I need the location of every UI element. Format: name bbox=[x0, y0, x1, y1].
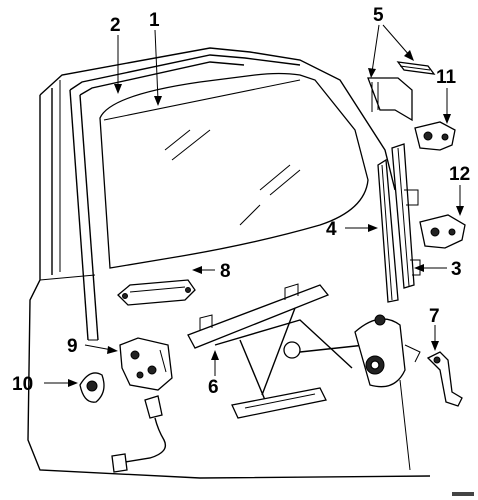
callout-2: 2 bbox=[110, 15, 121, 36]
part-7-crank bbox=[426, 351, 463, 407]
part-4-front-guide bbox=[377, 158, 399, 303]
part-12-lower-bracket bbox=[419, 214, 466, 249]
callout-9: 9 bbox=[67, 336, 78, 357]
part-5-weatherstrip bbox=[367, 61, 436, 122]
part-8-handle bbox=[117, 279, 196, 306]
callout-12: 12 bbox=[449, 164, 470, 185]
callout-5: 5 bbox=[373, 5, 384, 26]
callout-8: 8 bbox=[220, 261, 231, 282]
callout-11: 11 bbox=[436, 67, 457, 88]
callout-7: 7 bbox=[429, 306, 440, 327]
part-2-run-channel bbox=[69, 54, 301, 341]
callout-6: 6 bbox=[208, 377, 219, 398]
part-9-lock bbox=[119, 337, 173, 391]
door-shell bbox=[27, 47, 431, 479]
callout-10: 10 bbox=[12, 374, 33, 395]
corner-mark bbox=[452, 492, 474, 496]
callout-1: 1 bbox=[149, 10, 160, 31]
part-11-upper-bracket bbox=[414, 121, 456, 151]
leader-lines bbox=[44, 24, 464, 387]
callout-4: 4 bbox=[326, 219, 337, 240]
part-3-rear-guide bbox=[391, 143, 421, 289]
lock-actuator-wire bbox=[111, 395, 167, 473]
callout-3: 3 bbox=[451, 259, 462, 280]
part-1-window-glass bbox=[99, 72, 369, 269]
part-10-lock-cylinder bbox=[79, 372, 105, 403]
part-6-regulator bbox=[187, 283, 421, 419]
